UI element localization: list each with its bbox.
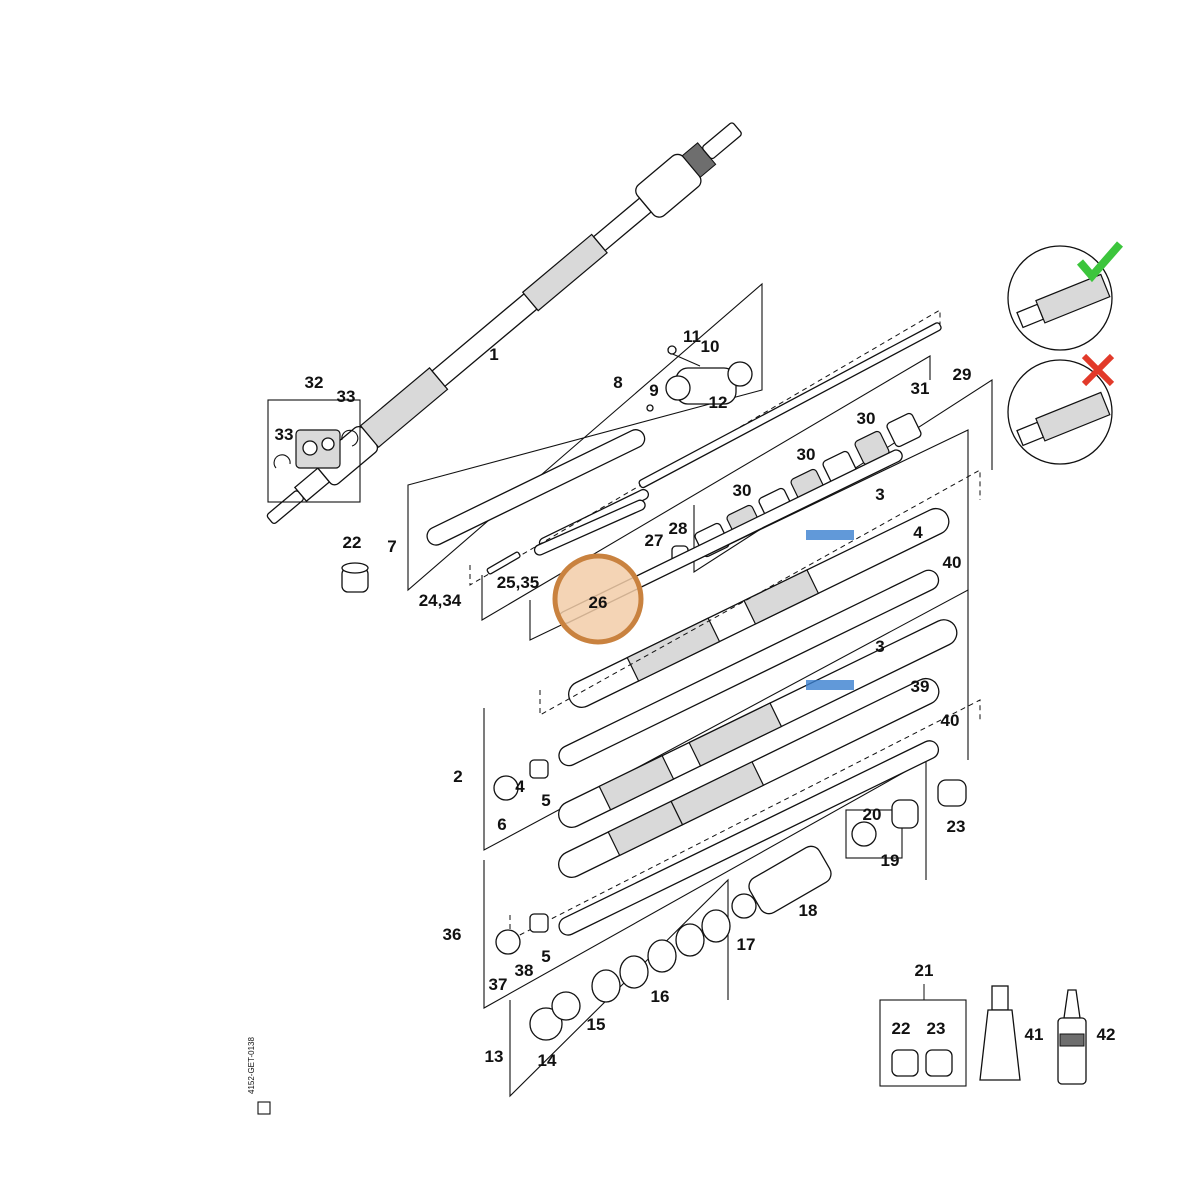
callout-p30a: 30 — [733, 481, 752, 500]
group-frame-upper — [407, 282, 763, 592]
inner-shaft-group — [469, 309, 993, 621]
callout-p38: 38 — [515, 961, 534, 980]
callout-p19: 19 — [881, 851, 900, 870]
adhesive-bottle — [1057, 989, 1087, 1085]
callout-p36: 36 — [443, 925, 462, 944]
callout-p40b: 40 — [941, 711, 960, 730]
callout-p12: 12 — [709, 393, 728, 412]
callout-p30b: 30 — [797, 445, 816, 464]
tube-group-2 — [483, 469, 981, 851]
callout-p15: 15 — [587, 1015, 606, 1034]
callout-p21: 21 — [915, 961, 934, 980]
kit-21 — [879, 984, 967, 1087]
callout-p2434: 24,34 — [419, 591, 462, 610]
callout-p33a: 33 — [337, 387, 356, 406]
check-icon — [1076, 241, 1124, 283]
callout-p13: 13 — [485, 1047, 504, 1066]
callout-p32: 32 — [305, 373, 324, 392]
callout-p5a: 5 — [541, 791, 550, 810]
sticker-2 — [806, 680, 854, 690]
callout-p4a: 4 — [913, 523, 923, 542]
callout-p29: 29 — [953, 365, 972, 384]
callout-p17: 17 — [737, 935, 756, 954]
callout-p23b: 23 — [927, 1019, 946, 1038]
callout-p31: 31 — [911, 379, 930, 398]
vertical-code: 4152-GET-0138 — [247, 1037, 256, 1094]
callout-p30c: 30 — [857, 409, 876, 428]
bracket-assembly — [267, 399, 361, 503]
ring-group-13 — [509, 878, 731, 1098]
callout-p3b: 3 — [875, 637, 884, 656]
cross-icon — [1081, 353, 1115, 387]
callout-p1: 1 — [489, 345, 498, 364]
callout-p6: 6 — [497, 815, 506, 834]
callout-p39: 39 — [911, 677, 930, 696]
inset-wrong — [1007, 353, 1115, 465]
callout-p27: 27 — [645, 531, 664, 550]
sticker — [806, 530, 854, 540]
callout-p42: 42 — [1097, 1025, 1116, 1044]
callout-p7: 7 — [387, 537, 396, 556]
callout-p2535: 25,35 — [497, 573, 540, 592]
telescopic-tube-upper — [529, 429, 969, 708]
callout-p11: 11 — [683, 327, 701, 346]
callout-p16: 16 — [651, 987, 670, 1006]
coupling-parts — [731, 779, 967, 919]
callout-p2: 2 — [453, 767, 462, 786]
callout-p22b: 22 — [892, 1019, 911, 1038]
callout-p28: 28 — [669, 519, 688, 538]
callout-p37: 37 — [489, 975, 508, 994]
callout-p22a: 22 — [343, 533, 362, 552]
reference-code: 4152-GET-0138 — [247, 1037, 271, 1115]
callout-p40a: 40 — [943, 553, 962, 572]
callout-p23a: 23 — [947, 817, 966, 836]
callout-p8: 8 — [613, 373, 622, 392]
callout-p14: 14 — [538, 1051, 557, 1070]
drive-tube-assembly — [266, 122, 763, 592]
callout-p3a: 3 — [875, 485, 884, 504]
callout-p5b: 5 — [541, 947, 550, 966]
tube-group-36 — [483, 677, 981, 1009]
callout-p10: 10 — [701, 337, 720, 356]
callout-p26: 26 — [589, 593, 608, 612]
grease-tube — [979, 985, 1021, 1081]
callout-p20: 20 — [863, 805, 882, 824]
bushing-upper — [341, 562, 369, 593]
callout-p41: 41 — [1025, 1025, 1044, 1044]
callout-p9: 9 — [649, 381, 658, 400]
callout-p33b: 33 — [275, 425, 294, 444]
inset-correct — [1007, 241, 1124, 351]
ring-row — [591, 909, 731, 1003]
highlight-26 — [552, 553, 644, 645]
callout-p4b: 4 — [515, 777, 525, 796]
callout-p18: 18 — [799, 901, 818, 920]
